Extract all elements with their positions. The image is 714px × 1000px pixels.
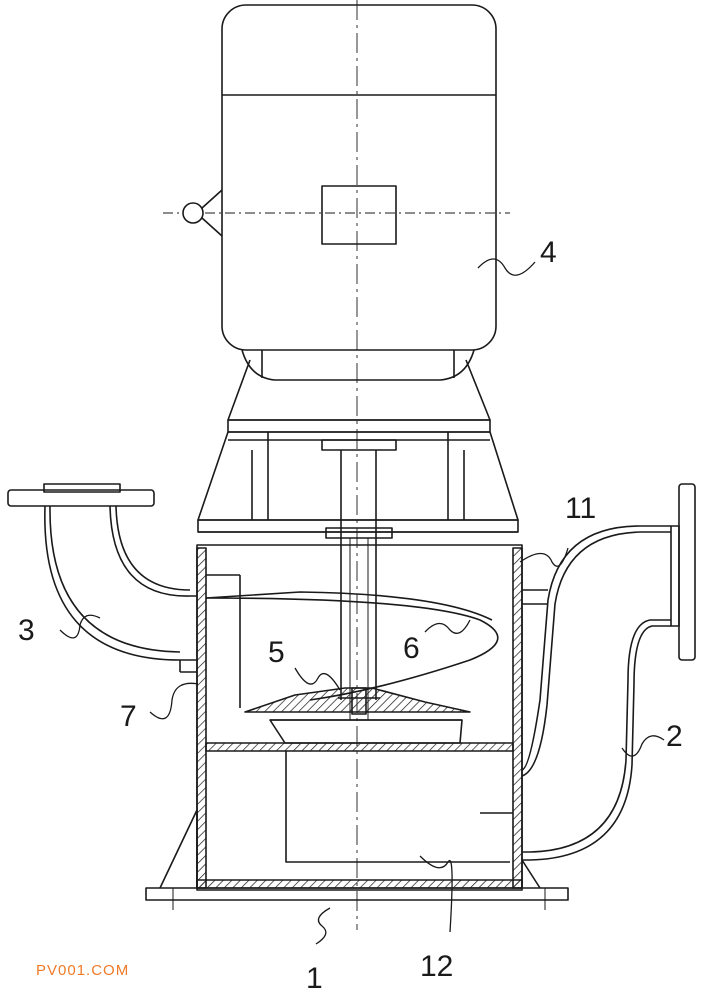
right-pipe [521,483,696,861]
left-pipe [7,483,197,673]
pump-casing [196,544,523,891]
callout-motor: 4 [540,236,557,269]
lower-chamber-box [285,751,510,863]
base-plate [145,809,569,910]
partition-plate [205,742,514,752]
callout-labels: 4 3 2 5 6 7 11 12 1 [18,236,683,995]
callout-lower-chamber: 12 [420,950,453,983]
motor [163,4,510,381]
motor-bracket [197,359,519,720]
left-flange [7,489,155,507]
base-leader-line [315,907,331,945]
motor-junction-box [321,185,397,245]
leader-lines [59,258,665,933]
callout-left-pipe: 3 [18,614,35,647]
spiral-vane [205,597,499,701]
callout-base: 1 [306,962,323,995]
callout-side-chamber: 7 [120,700,137,733]
watermark-text: PV001.COM [36,962,130,979]
right-flange [678,483,696,661]
callout-upper-chamber: 11 [565,492,596,525]
callout-spiral-vane: 6 [403,632,420,665]
lifting-eye [182,202,204,224]
coupling [321,439,397,451]
callout-right-pipe: 2 [666,720,683,753]
callout-impeller: 5 [268,636,285,669]
impeller [244,687,471,744]
